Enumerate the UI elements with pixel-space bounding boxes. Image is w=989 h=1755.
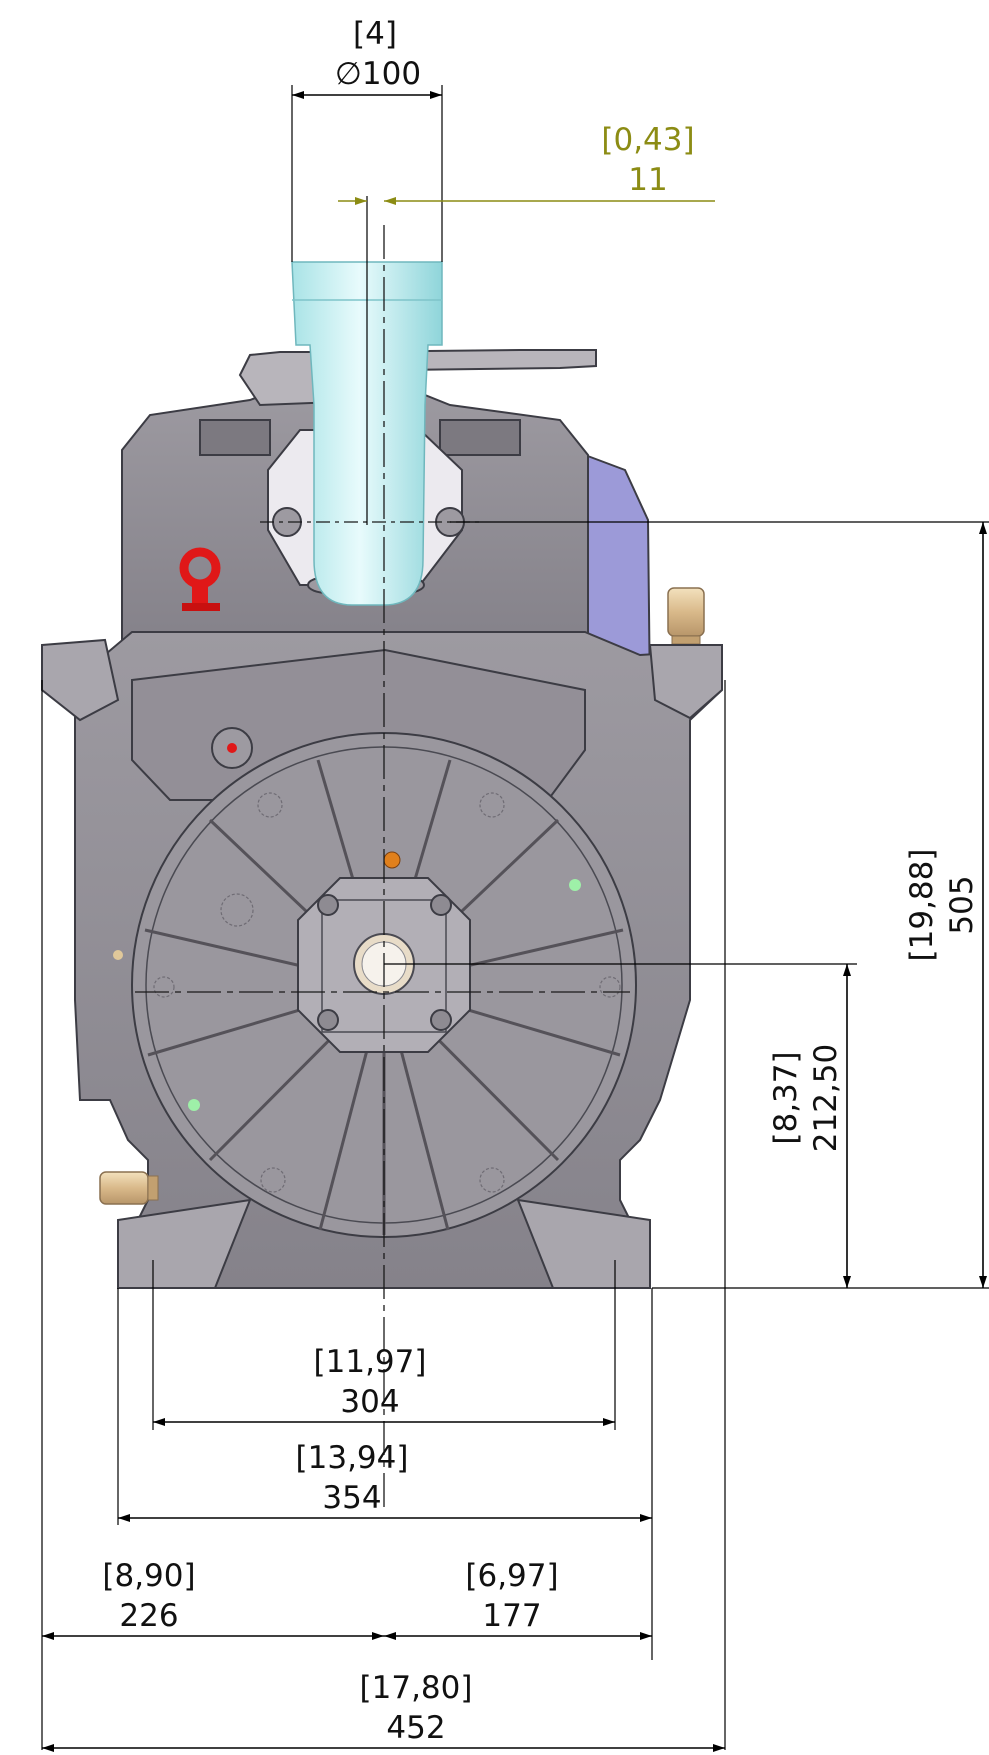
inlet-diameter-bracket: [4]: [353, 16, 397, 52]
shaft-height-bracket: [8,37]: [768, 1051, 804, 1144]
side-nub-icon: [113, 950, 123, 960]
indicator-led-icon: [188, 1099, 200, 1111]
shaft-height-value: 212,50: [808, 1044, 844, 1152]
oil-plug-center-icon: [227, 743, 237, 753]
outer-foot-width-bracket: [13,94]: [296, 1440, 409, 1476]
vacuum-pump-illustration: [41, 261, 723, 1289]
dimension-lines: [42, 91, 987, 1752]
foot-right: [516, 1198, 651, 1289]
hub-bolt: [430, 1009, 452, 1031]
inner-foot-width-bracket: [11,97]: [314, 1344, 427, 1380]
inlet-diameter-value: ∅100: [335, 56, 421, 92]
total-height-value: 505: [944, 875, 980, 934]
inlet-offset-value: 11: [628, 162, 667, 198]
brass-fitting-left: [99, 1171, 159, 1205]
foot-left: [117, 1198, 252, 1289]
left-width-value: 226: [119, 1598, 178, 1634]
right-ear: [648, 644, 723, 720]
indicator-led-icon: [569, 879, 581, 891]
hub-bolt: [430, 894, 452, 916]
orange-plug-icon: [383, 851, 401, 869]
inlet-offset-bracket: [0,43]: [601, 122, 694, 158]
cover-holes: [153, 792, 621, 1193]
hub-bolt: [317, 1009, 339, 1031]
inner-foot-width-value: 304: [340, 1384, 399, 1420]
lifting-eye-icon: [179, 547, 221, 611]
center-lines: [135, 225, 630, 1510]
dimension-labels: [4] ∅100 [0,43] 11 [19,88] 505 [8,37] 21…: [102, 16, 980, 1746]
total-width-value: 452: [386, 1710, 445, 1746]
hub-bolt: [317, 894, 339, 916]
extension-lines: [41, 85, 989, 1750]
total-width-bracket: [17,80]: [360, 1670, 473, 1706]
right-width-value: 177: [482, 1598, 541, 1634]
left-width-bracket: [8,90]: [102, 1558, 195, 1594]
top-block-right: [439, 419, 521, 456]
total-height-bracket: [19,88]: [904, 849, 940, 962]
right-width-bracket: [6,97]: [465, 1558, 558, 1594]
brass-fitting-top: [667, 587, 705, 645]
outer-foot-width-value: 354: [322, 1480, 381, 1516]
top-block-left: [199, 419, 271, 456]
